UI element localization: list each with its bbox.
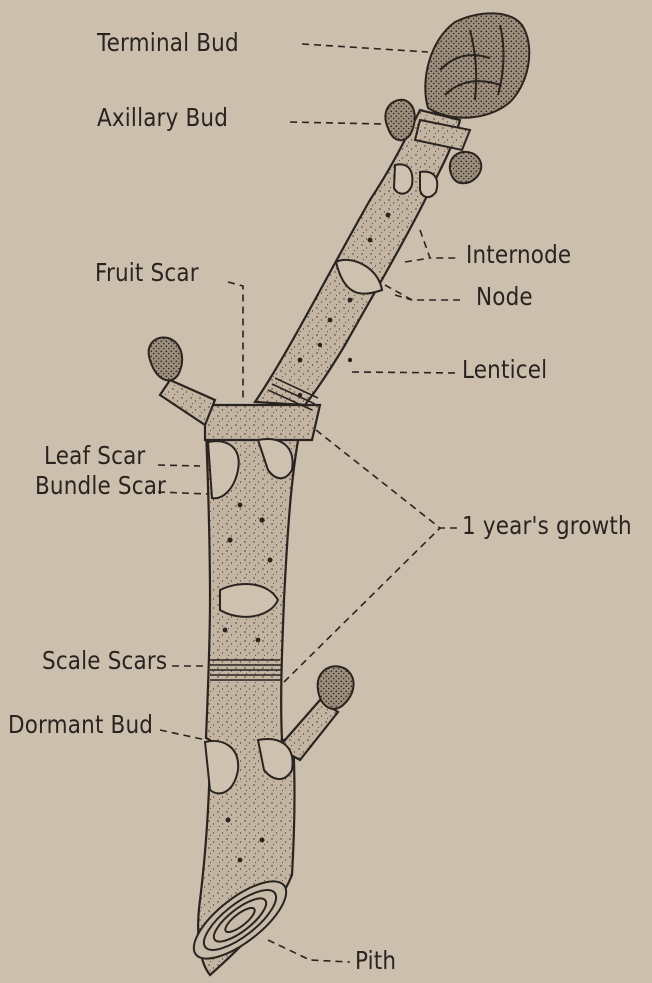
label-internode: Internode (466, 242, 571, 267)
label-node: Node (476, 284, 533, 309)
terminal-bud (415, 13, 529, 150)
label-pith: Pith (355, 948, 396, 973)
label-one-years-growth: 1 year's growth (462, 513, 632, 538)
label-terminal-bud: Terminal Bud (97, 30, 239, 55)
label-axillary-bud: Axillary Bud (97, 105, 228, 130)
side-bud-left (149, 337, 182, 380)
label-leaf-scar: Leaf Scar (44, 443, 145, 468)
label-fruit-scar: Fruit Scar (95, 260, 199, 285)
label-lenticel: Lenticel (462, 357, 547, 382)
lateral-bud-lower (318, 666, 354, 709)
main-stem (160, 110, 460, 975)
label-scale-scars: Scale Scars (42, 648, 167, 673)
label-dormant-bud: Dormant Bud (8, 712, 153, 737)
label-bundle-scar: Bundle Scar (35, 473, 166, 498)
